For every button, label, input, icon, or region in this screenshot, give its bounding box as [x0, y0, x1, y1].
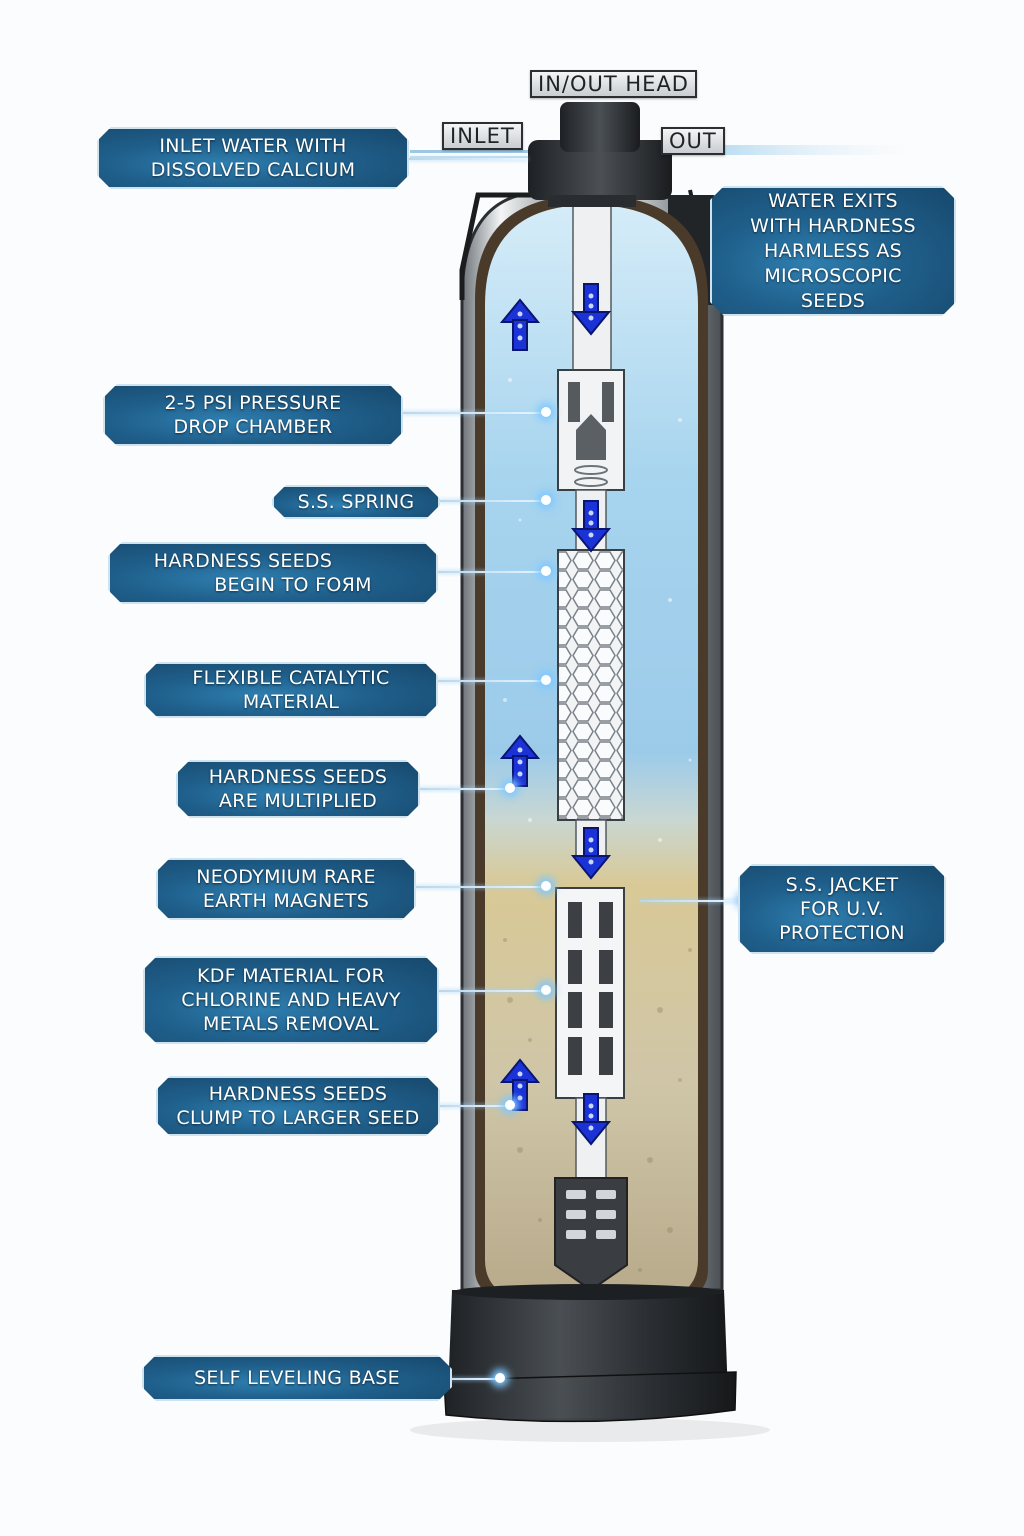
callout-kdf-material: KDF MATERIAL FOR CHLORINE AND HEAVY META… — [143, 956, 439, 1044]
callout-ss-jacket: S.S. JACKET FOR U.V. PROTECTION — [738, 864, 946, 954]
neodymium-magnets — [568, 902, 613, 1075]
callout-seeds-multiplied: HARDNESS SEEDS ARE MULTIPLIED — [176, 760, 420, 818]
in-out-head — [528, 102, 672, 207]
bottom-distributor — [554, 1177, 628, 1292]
leader-dot — [495, 1373, 505, 1383]
leader-line — [436, 571, 548, 573]
leader-dot — [541, 407, 551, 417]
leader-dot — [541, 985, 551, 995]
leader-dot — [541, 495, 551, 505]
callout-seeds-form: HARDNESS SEEDS BEGIN TO FOЯM — [108, 542, 438, 604]
leader-line — [414, 886, 548, 888]
callout-inlet-water: INLET WATER WITH DISSOLVED CALCIUM — [97, 127, 409, 189]
out-tag: OUT — [661, 127, 725, 155]
leader-line — [438, 500, 548, 502]
leader-dot — [541, 566, 551, 576]
callout-seeds-clump: HARDNESS SEEDS CLUMP TO LARGER SEED — [156, 1076, 440, 1136]
callout-neodymium-magnets: NEODYMIUM RARE EARTH MAGNETS — [156, 858, 416, 920]
leader-line — [400, 412, 548, 414]
in-out-head-tag: IN/OUT HEAD — [530, 70, 697, 98]
callout-water-exits: WATER EXITS WITH HARDNESS HARMLESS AS MI… — [710, 186, 956, 316]
leader-dot — [505, 1100, 515, 1110]
leader-line — [440, 1378, 498, 1380]
inlet-tag: INLET — [442, 122, 523, 150]
leader-line — [418, 788, 510, 790]
callout-self-leveling-base: SELF LEVELING BASE — [142, 1355, 452, 1401]
magnet-housing — [555, 887, 625, 1099]
callout-ss-spring: S.S. SPRING — [272, 485, 440, 519]
leader-dot — [541, 675, 551, 685]
catalytic-honeycomb — [557, 549, 625, 821]
leader-line — [438, 990, 548, 992]
outlet-water-stream — [410, 145, 920, 158]
callout-flexible-catalytic: FLEXIBLE CATALYTIC MATERIAL — [144, 662, 438, 718]
leader-line — [438, 1105, 510, 1107]
stainless-spring — [574, 465, 608, 487]
central-column — [554, 199, 628, 1292]
leader-line — [436, 680, 548, 682]
leader-dot — [505, 783, 515, 793]
leader-line — [408, 158, 528, 160]
self-leveling-base — [410, 1284, 770, 1442]
leader-line — [640, 900, 742, 902]
callout-pressure-drop-chamber: 2-5 PSI PRESSURE DROP CHAMBER — [103, 384, 403, 446]
leader-dot — [541, 881, 551, 891]
